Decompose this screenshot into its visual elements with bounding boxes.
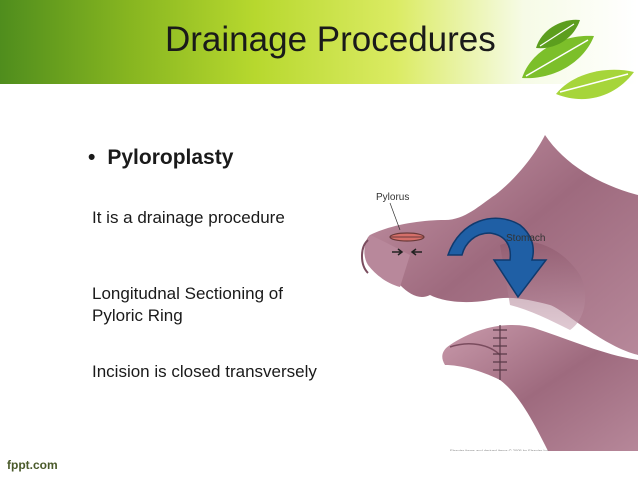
bullet-text: Pyloroplasty [107, 146, 234, 169]
bullet-heading: • Pyloroplasty [88, 146, 233, 170]
pyloroplasty-illustration: Pylorus Stomach [361, 135, 638, 455]
paragraph-incision: Incision is closed transversely [92, 362, 317, 381]
left-arrow-icon [392, 248, 404, 256]
footer-bar [0, 451, 638, 479]
bullet-marker: • [88, 146, 96, 169]
lower-lobe-shape [442, 325, 638, 455]
label-pylorus: Pylorus [376, 192, 409, 203]
duodenum-shape [364, 235, 410, 287]
leaf-decoration-icon [522, 19, 634, 100]
paragraph-sectioning: Longitudnal Sectioning of Pyloric Ring [92, 284, 283, 325]
figure-credit: Elsevier items and derived items © 2005 … [450, 448, 550, 453]
footer-site-link[interactable]: fppt.com [7, 458, 58, 472]
right-arrow-icon [410, 248, 422, 256]
label-stomach: Stomach [506, 233, 545, 244]
rotation-arrow-icon [446, 217, 548, 299]
paragraph-drainage: It is a drainage procedure [92, 208, 285, 227]
slide-title: Drainage Procedures [165, 20, 496, 59]
